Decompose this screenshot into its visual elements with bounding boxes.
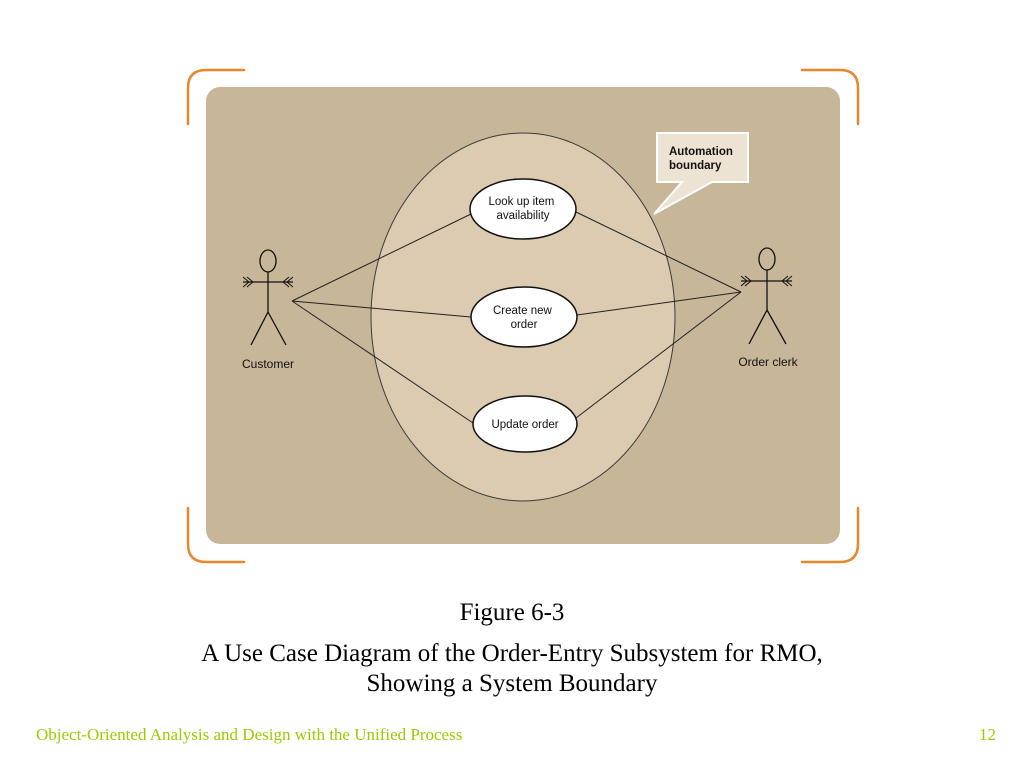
line-clerk-lookup [575,211,742,293]
bracket-bottom-right [800,506,860,564]
use-case-lookup-label: Look up item availability [488,196,557,222]
line-customer-update [291,300,474,424]
footer-course-title: Object-Oriented Analysis and Design with… [36,725,463,744]
corner-brackets [186,68,860,564]
use-case-create-label: Create new order [493,305,555,331]
figure-title-line-1: A Use Case Diagram of the Order-Entry Su… [201,640,823,667]
use-case-lookup: Look up item availability [469,178,577,240]
line-clerk-update [575,291,742,419]
association-lines [291,211,742,424]
line-clerk-create [576,291,742,316]
actor-order-clerk-label: Order clerk [738,355,798,369]
use-case-create-ellipse [470,286,578,348]
bracket-top-right [800,68,860,126]
bracket-top-left [186,68,246,126]
callout-box [653,132,749,215]
automation-boundary-callout: Automation boundary [653,132,749,215]
actor-customer-label: Customer [242,357,294,371]
use-case-update-label: Update order [491,419,558,431]
figure-title: A Use Case Diagram of the Order-Entry Su… [0,639,1024,699]
use-case-update-ellipse [472,395,578,453]
line-customer-create [291,300,472,318]
use-case-update: Update order [472,395,578,453]
callout-line-2: boundary [669,160,722,172]
actor-order-clerk [740,247,793,345]
figure-number: Figure 6-3 [459,599,565,626]
actor-customer [242,249,294,346]
callout-text: Automation boundary [669,146,736,172]
line-customer-lookup [291,213,472,302]
use-case-lookup-ellipse [469,178,577,240]
bracket-bottom-left [186,506,246,564]
figure-title-line-2: Showing a System Boundary [366,670,658,697]
callout-line-1: Automation [669,146,733,158]
footer-page-number: 12 [979,725,996,744]
use-case-create: Create new order [470,286,578,348]
use-case-diagram: Automation boundary Look up item availab… [186,68,860,564]
